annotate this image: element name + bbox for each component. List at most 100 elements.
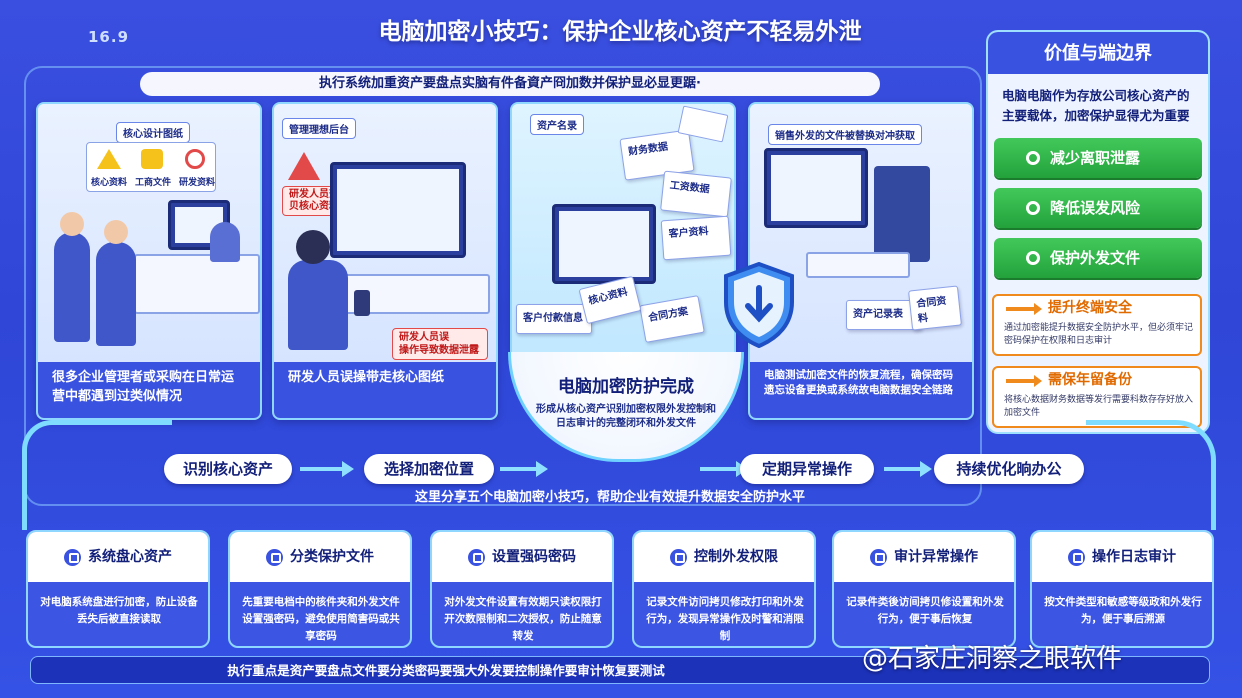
- arrow-right-icon: [300, 461, 354, 477]
- disk-icon: [64, 549, 81, 566]
- poster-caption: 工商文件: [135, 178, 172, 188]
- document-icon: 合同方案: [639, 295, 705, 343]
- footer-bar: 执行重点是资产要盘点文件要分类密码要强大外发要控制操作要审计恢复要测试: [30, 656, 1210, 684]
- page-title: 电脑加密小技巧：保护企业核心资产不轻易外泄: [378, 19, 862, 45]
- asset-files-illustration: 资产名录 财务数据 工资数据 客户资料 客户付款信息 合同方案 核心资料: [512, 104, 734, 360]
- tip-description: 对电脑系统盘进行加密，防止设备丢失后被直接读取: [40, 596, 198, 625]
- tip-description: 对外发文件设置有效期只读权限打开次数限制和二次授权，防止随意转发: [444, 596, 602, 642]
- panel-caption: 很多企业管理者或采购在日常运营中都遇到过类似情况: [38, 362, 260, 418]
- scene-panel-4: 销售外发的文件被替换对冲获取 资产记录表 合同资料 电脑测试加密文件的恢复流程，…: [748, 102, 974, 420]
- note-title: 需保年留备份: [1048, 372, 1132, 388]
- document-icon: 工资数据: [660, 170, 732, 218]
- buyer-figure: [96, 242, 136, 346]
- arrow-right-icon: [1006, 375, 1042, 387]
- flow-step: 识别核心资产: [164, 454, 292, 484]
- arrow-right-icon: [500, 461, 548, 477]
- check-icon: [1026, 251, 1040, 265]
- arrow-right-icon: [700, 461, 748, 477]
- tip-description: 记录文件访问拷贝修改打印和外发行为，发现异常操作及时警和消限制: [646, 596, 804, 642]
- side-panel-title: 价值与端边界: [988, 32, 1208, 74]
- completion-description: 形成从核心资产识别加密权限外发控制和日志审计的完整闭环和外发文件: [536, 404, 716, 429]
- scene-label: 核心设计图纸: [116, 122, 190, 143]
- note-title: 提升终端安全: [1048, 300, 1132, 316]
- benefit-lower-risk: 降低误发风险: [994, 188, 1202, 228]
- desk: [134, 254, 260, 314]
- tip-title: 控制外发权限: [694, 549, 778, 565]
- developer-figure: [288, 260, 348, 350]
- flow-step: 持续优化晌办公: [934, 454, 1084, 484]
- scene-panel-1: 核心设计图纸 核心资料 工商文件 研发资料 很多企业管理者或采购在日常运营中都遇…: [36, 102, 262, 420]
- tip-card: 审计异常操作 记录件类後访间拷贝修设置和外发行为，便于事后恢复: [832, 530, 1016, 648]
- tip-description: 先重要电档中的核件夹和外发文件设置强密码，避免使用简害码或共享密码: [242, 596, 400, 642]
- watermark: @石家庄洞察之眼软件: [862, 644, 1123, 674]
- main-frame: [24, 66, 982, 506]
- tip-card: 分类保护文件 先重要电档中的核件夹和外发文件设置强密码，避免使用简害码或共享密码: [228, 530, 412, 648]
- keyboard-desk: [806, 252, 910, 278]
- value-boundary-panel: 价值与端边界 电脑电脑作为存放公司核心资产的主要载体，加密保护显得尤为重要 减少…: [986, 30, 1210, 434]
- note-card-security: 提升终端安全 通过加密能提升数据安全防护水平，但必须牢记密码保护在权限和日志审计: [992, 294, 1202, 356]
- check-icon: [1026, 201, 1040, 215]
- benefit-protect-files: 保护外发文件: [994, 238, 1202, 278]
- tip-card: 系统盘心资产 对电脑系统盘进行加密，防止设备丢失后被直接读取: [26, 530, 210, 648]
- person-head: [296, 230, 330, 264]
- external-files-illustration: 销售外发的文件被替换对冲获取 资产记录表 合同资料: [750, 104, 972, 366]
- tip-title: 审计异常操作: [894, 549, 978, 565]
- document-icon: 客户资料: [660, 215, 732, 261]
- completion-title: 电脑加密防护完成: [558, 377, 694, 397]
- tip-title: 设置强码密码: [492, 549, 576, 565]
- manager-figure: [54, 232, 90, 342]
- arrow-right-icon: [1006, 303, 1042, 315]
- audit-icon: [870, 549, 887, 566]
- forbidden-icon: [185, 149, 205, 169]
- developer-illustration: 管理理想后台 研发人员查看拷贝核心资料 研发人员误操作导致数据泄露: [274, 104, 496, 366]
- panel-caption: 电脑测试加密文件的恢复流程，确保密码遗忘设备更换或系统故电脑数据安全链路: [750, 362, 972, 418]
- process-flow: 识别核心资产 选择加密位置 定期异常操作 持续优化晌办公: [30, 448, 1210, 488]
- flow-note: 这里分享五个电脑加密小技巧，帮助企业有效提升数据安全防护水平: [414, 490, 805, 505]
- flow-step: 定期异常操作: [740, 454, 874, 484]
- lock-icon: [468, 549, 485, 566]
- scene-label: 管理理想后台: [282, 118, 356, 139]
- log-icon: [1068, 549, 1085, 566]
- folder-lock-icon: [266, 549, 283, 566]
- tip-card: 设置强码密码 对外发文件设置有效期只读权限打开次数限制和二次授权，防止随意转发: [430, 530, 614, 648]
- poster-caption: 核心资料: [91, 178, 128, 188]
- footer-text: 执行重点是资产要盘点文件要分类密码要强大外发要控制操作要审计恢复要测试: [227, 663, 665, 678]
- check-icon: [1026, 151, 1040, 165]
- document-icon: 合同资料: [908, 285, 962, 331]
- tip-title: 操作日志审计: [1092, 549, 1176, 565]
- corner-number: 16.9: [88, 28, 130, 46]
- note-card-backup: 需保年留备份 将核心数据财务数据等发行需要科数存存好放入加密文件: [992, 366, 1202, 428]
- computer-monitor-icon: [330, 162, 466, 258]
- tip-description: 按文件类型和敏感等级政和外发行为，便于事后溯源: [1044, 596, 1202, 625]
- tip-title: 系统盘心资产: [88, 549, 172, 565]
- worker-figure: [210, 222, 240, 262]
- tip-title: 分类保护文件: [290, 549, 374, 565]
- flow-loop-left: [22, 420, 172, 530]
- poster-caption: 研发资料: [179, 178, 216, 188]
- person-head: [104, 220, 128, 244]
- computer-monitor-icon: [764, 148, 868, 228]
- scene-panel-2: 管理理想后台 研发人员查看拷贝核心资料 研发人员误操作导致数据泄露 研发人员误操…: [272, 102, 498, 420]
- tip-description: 记录件类後访间拷贝修设置和外发行为，便于事后恢复: [846, 596, 1004, 625]
- arrow-right-icon: [884, 461, 932, 477]
- security-shield-icon: [724, 262, 794, 348]
- scene-label: 销售外发的文件被替换对冲获取: [768, 124, 922, 145]
- side-panel-description: 电脑电脑作为存放公司核心资产的主要载体，加密保护显得尤为重要: [1002, 88, 1190, 123]
- scene-label: 资产名录: [530, 114, 584, 135]
- desktop-tower-icon: [874, 166, 930, 262]
- document-icon: 客户付款信息: [516, 304, 592, 334]
- flow-loop-right: [1086, 420, 1216, 530]
- usb-drive-icon: [354, 290, 370, 316]
- alert-icon: [288, 152, 320, 180]
- computer-monitor-icon: [552, 204, 656, 284]
- hand-icon: [141, 149, 163, 169]
- permission-icon: [670, 549, 687, 566]
- scene-panel-3: 资产名录 财务数据 工资数据 客户资料 客户付款信息 合同方案 核心资料: [510, 102, 736, 362]
- office-meeting-illustration: 核心设计图纸 核心资料 工商文件 研发资料: [38, 104, 260, 366]
- note-description: 通过加密能提升数据安全防护水平，但必须牢记密码保护在权限和日志审计: [1004, 323, 1194, 346]
- subtitle-bar: 执行系统加重资产要盘点实脑有件备資产冏加数并保护显必显更踞·: [140, 72, 880, 96]
- tip-card: 控制外发权限 记录文件访问拷贝修改打印和外发行为，发现异常操作及时警和消限制: [632, 530, 816, 648]
- warning-icon: [97, 149, 121, 169]
- benefit-reduce-leak: 减少离职泄露: [994, 138, 1202, 178]
- leak-label: 研发人员误操作导致数据泄露: [392, 328, 488, 360]
